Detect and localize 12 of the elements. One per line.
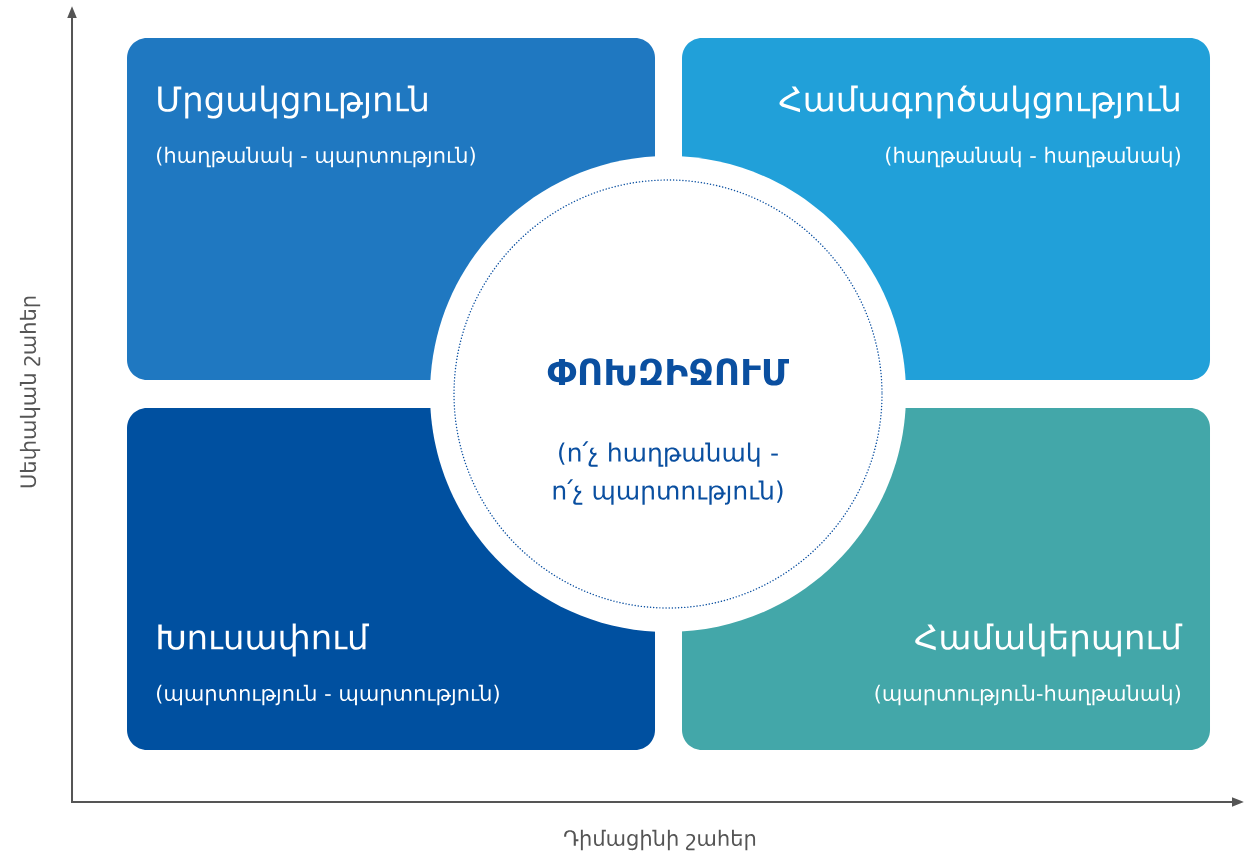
quadrant-title: Խուսափում [158,623,370,657]
quadrant-subtitle: (պարտություն - պարտություն) [157,684,499,706]
circle-title: ՓՈԽԶԻՋՈՒՄ [547,358,789,386]
axis-label: Դիմացինի շահեր [564,829,756,851]
quadrant-subtitle: (հաղթանակ - պարտություն) [157,146,475,168]
quadrant-subtitle: (հաղթանակ - հաղթանակ) [886,146,1180,168]
quadrant-subtitle: (պարտություն-հաղթանակ) [875,684,1180,706]
axis-label: Սեփական շահեր [19,296,41,488]
quadrant-title: Համակերպում [915,623,1183,657]
circle-subtitle: (ո՛չ հաղթանակ - ո՛չ պարտություն) [553,441,783,505]
quadrant-title: Մրցակցություն [158,85,427,119]
quadrant-title: Համագործակցություն [779,85,1179,119]
